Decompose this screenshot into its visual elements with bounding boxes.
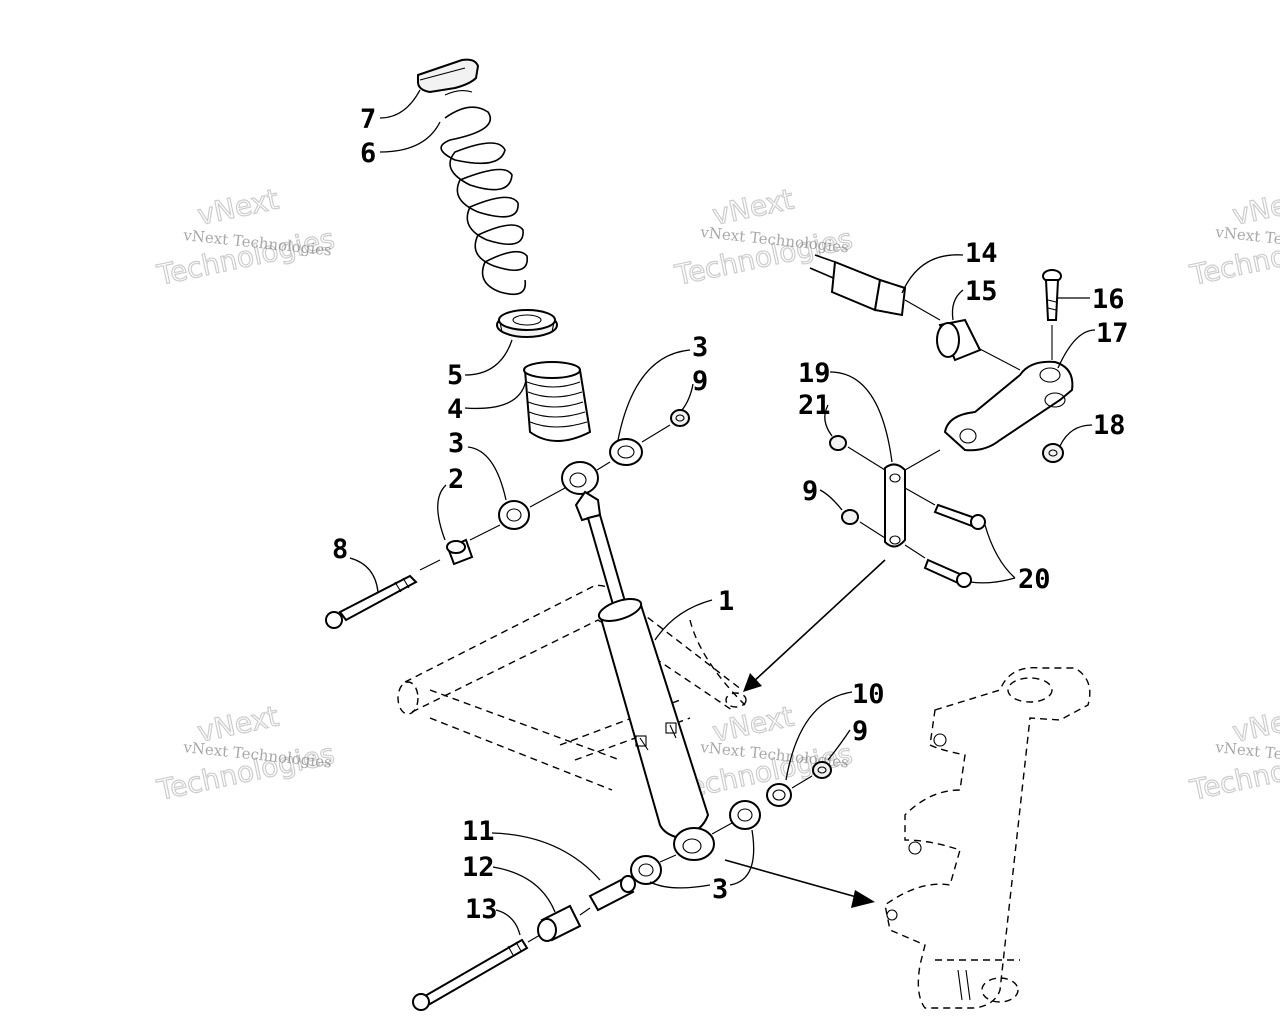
callout-17: 17 <box>1096 318 1129 349</box>
link-nut-lower-part <box>841 509 886 539</box>
callout-9-upper: 9 <box>692 366 708 397</box>
callout-9-link: 9 <box>802 476 818 507</box>
lower-bolt-part <box>412 938 529 1011</box>
callout-19: 19 <box>798 358 831 389</box>
upper-nut-part <box>670 409 690 427</box>
callout-3-upper-right: 3 <box>692 332 708 363</box>
link-bolts-part <box>904 487 986 588</box>
linkage-nut-part <box>1042 443 1064 463</box>
callout-2: 2 <box>448 464 464 495</box>
coil-spring-part <box>440 106 528 296</box>
shock-absorber-part <box>561 461 715 861</box>
linkage-bolt-part <box>1042 269 1062 360</box>
callout-9-lower: 9 <box>852 716 868 747</box>
callout-3-lower: 3 <box>712 874 728 905</box>
lower-bushing-right-part <box>729 800 761 830</box>
leader-lines <box>349 89 1096 936</box>
lower-washer-part <box>766 783 792 807</box>
assembly-arrows <box>724 559 886 908</box>
lower-nut-part <box>812 761 832 779</box>
spring-seat-part <box>496 309 558 338</box>
spring-retainer-part <box>417 58 480 96</box>
callout-7: 7 <box>360 104 376 135</box>
lower-sleeve-large-part <box>537 904 582 942</box>
callout-3-upper-left: 3 <box>448 428 464 459</box>
callout-13: 13 <box>465 894 498 925</box>
lower-sleeve-small-part <box>588 875 636 912</box>
callout-5: 5 <box>447 360 463 391</box>
callout-labels: 1 2 3 3 3 4 5 6 7 8 9 9 9 10 11 12 13 14… <box>332 104 1129 925</box>
a-arm-outline <box>397 584 747 791</box>
callout-1: 1 <box>718 586 734 617</box>
callout-10: 10 <box>852 679 885 710</box>
callout-12: 12 <box>462 852 495 883</box>
callout-15: 15 <box>965 276 998 307</box>
callout-6: 6 <box>360 138 376 169</box>
watermark-bottom-right: vNext Technologies vNext Technologies <box>1186 699 1280 808</box>
upper-bolt-part <box>325 574 418 629</box>
watermark-top-right: vNext Technologies vNext Technologies <box>1186 182 1280 293</box>
callout-4: 4 <box>447 394 463 425</box>
callout-21: 21 <box>798 390 831 421</box>
callout-16: 16 <box>1092 284 1125 315</box>
callout-11: 11 <box>462 816 495 847</box>
steering-knuckle-outline <box>884 666 1091 1009</box>
link-nut-upper-part <box>829 435 886 471</box>
upper-bushing-right-part <box>609 438 643 466</box>
pitman-arm-part <box>943 360 1074 452</box>
lower-axis-lines <box>527 775 813 943</box>
callout-20: 20 <box>1018 564 1051 595</box>
callout-14: 14 <box>965 238 998 269</box>
callout-8: 8 <box>332 534 348 565</box>
lower-bushing-left-part <box>630 855 662 885</box>
watermark-bottom-left: vNext Technologies vNext Technologies <box>153 699 338 808</box>
watermark-vnext: vNext <box>195 183 282 232</box>
bushing-sleeve-part <box>936 318 1021 371</box>
callout-18: 18 <box>1093 410 1126 441</box>
upper-sleeve-part <box>446 538 474 566</box>
tie-rod-end-part <box>809 254 941 321</box>
upper-bushing-left-part <box>498 500 530 530</box>
watermark-top-left: vNext Technologies vNext Technologies <box>153 182 338 293</box>
threaded-sleeve-part <box>523 361 592 442</box>
link-rod-part <box>884 449 941 548</box>
upper-axis-lines <box>419 424 671 571</box>
